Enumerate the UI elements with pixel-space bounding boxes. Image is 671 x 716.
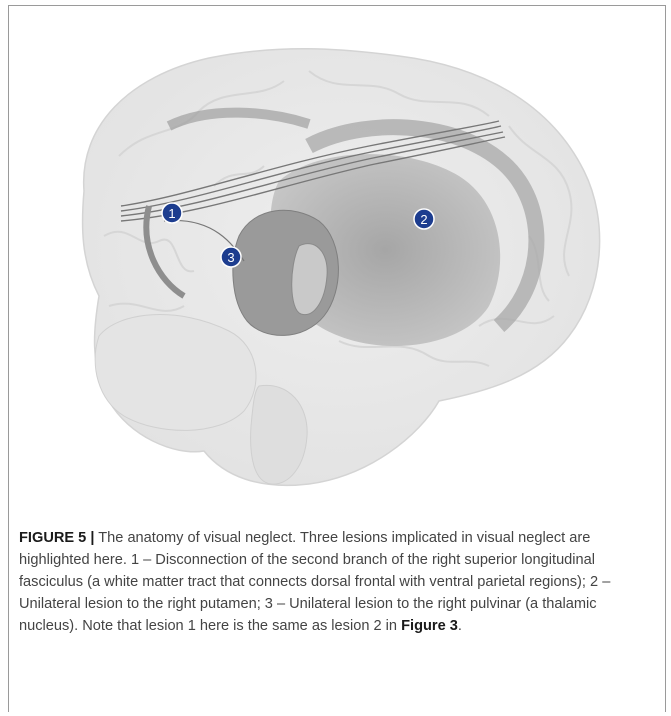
figure-reference: Figure 3 [401, 618, 458, 634]
caption-end: . [458, 618, 462, 634]
svg-text:3: 3 [227, 250, 234, 265]
svg-text:1: 1 [168, 206, 175, 221]
figure-caption: FIGURE 5 | The anatomy of visual neglect… [19, 527, 655, 637]
figure-label: FIGURE 5 | [19, 530, 94, 546]
lesion-marker-2: 2 [414, 209, 434, 229]
lesion-marker-1: 1 [162, 203, 182, 223]
caption-text: The anatomy of visual neglect. Three les… [19, 530, 610, 634]
lesion-marker-3: 3 [221, 247, 241, 267]
brain-illustration: 1 2 3 [9, 6, 663, 506]
svg-text:2: 2 [420, 212, 427, 227]
